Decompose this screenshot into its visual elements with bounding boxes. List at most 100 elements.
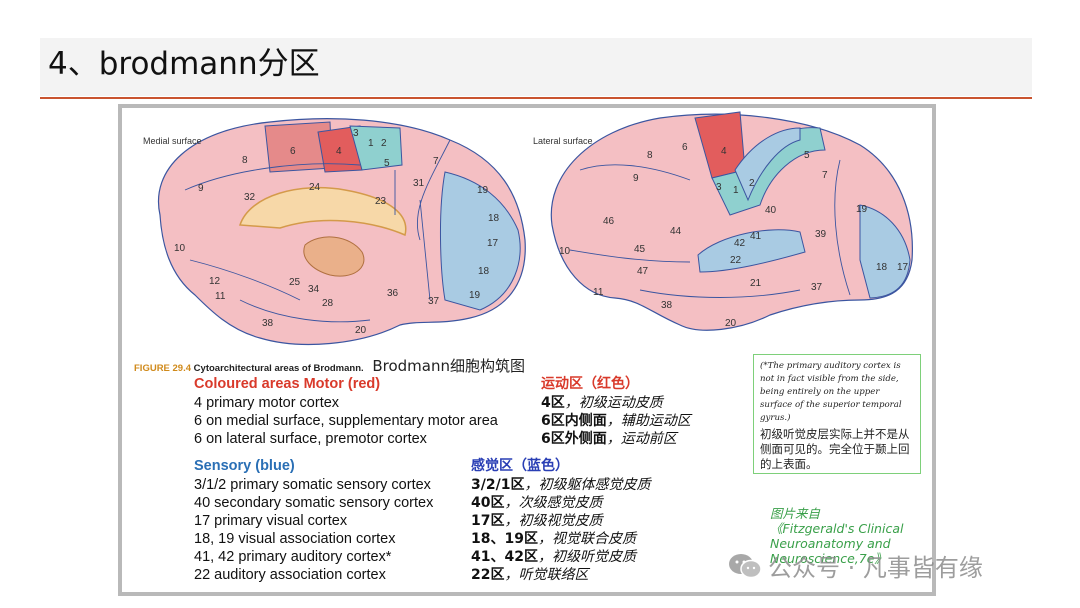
area-label: 10 (174, 243, 185, 254)
sensory-row-cn-bold: 41、42区 (471, 549, 538, 565)
area-label: 5 (804, 150, 810, 161)
figure-caption-text: Cytoarchitectural areas of Brodmann. (194, 363, 364, 374)
area-label: 4 (336, 146, 342, 157)
area-label: 46 (603, 216, 614, 227)
area-label: 8 (242, 155, 248, 166)
area-label: 44 (670, 226, 681, 237)
area-label: 37 (428, 296, 439, 307)
area-label: 34 (308, 284, 319, 295)
sensory-row-cn: 17区，初级视觉皮质 (471, 512, 602, 530)
motor-row-cn-rest: ，运动前区 (607, 431, 677, 447)
auditory-note-en: (*The primary auditory cortex is not in … (760, 360, 914, 425)
motor-row-cn: 6区内侧面，辅助运动区 (541, 412, 691, 430)
sensory-row-cn: 18、19区，视觉联合皮质 (471, 530, 636, 548)
area-label: 8 (647, 150, 653, 161)
figure-caption: FIGURE 29.4 Cytoarchitectural areas of B… (134, 355, 525, 376)
area-label: 21 (750, 278, 761, 289)
area-label: 2 (381, 138, 387, 149)
sensory-row-cn-bold: 18、19区 (471, 531, 538, 547)
sensory-row-cn-rest: ，初级视觉皮质 (504, 513, 602, 529)
motor-row-cn: 4区，初级运动皮质 (541, 394, 663, 412)
area-label: 20 (355, 325, 366, 336)
sensory-row-cn: 22区，听觉联络区 (471, 566, 588, 584)
motor-row-cn-rest: ，辅助运动区 (607, 413, 691, 429)
area-label: 10 (559, 246, 570, 257)
motor-row-en: 6 on medial surface, supplementary motor… (194, 412, 498, 430)
sensory-row-cn-rest: ，初级躯体感觉皮质 (524, 477, 650, 493)
lateral-surface-label: Lateral surface (533, 136, 593, 146)
area-label: 18 (488, 213, 499, 224)
source-line: 图片来自 (770, 506, 903, 521)
area-label: 40 (765, 205, 776, 216)
area-label: 37 (811, 282, 822, 293)
sensory-row-en: 18, 19 visual association cortex (194, 530, 396, 548)
watermark-text: 公众号 · 凡事皆有缘 (768, 554, 983, 582)
area-label: 36 (387, 288, 398, 299)
area-label: 1 (368, 138, 374, 149)
area-label: 39 (815, 229, 826, 240)
area-label: 9 (198, 183, 204, 194)
area-label: 31 (413, 178, 424, 189)
motor-row-en: 6 on lateral surface, premotor cortex (194, 430, 427, 448)
sensory-heading-cn: 感觉区（蓝色） (471, 457, 569, 475)
motor-row-cn-bold: 6区外侧面 (541, 431, 607, 447)
figure-caption-cn: Brodmann细胞构筑图 (372, 357, 525, 375)
sensory-row-cn: 41、42区，初级听觉皮质 (471, 548, 636, 566)
area-label: 47 (637, 266, 648, 277)
area-label: 38 (262, 318, 273, 329)
sensory-row-cn: 40区，次级感觉皮质 (471, 494, 602, 512)
motor-row-cn: 6区外侧面，运动前区 (541, 430, 677, 448)
sensory-row-en: 41, 42 primary auditory cortex* (194, 548, 391, 566)
area-label: 2 (749, 178, 755, 189)
sensory-row-cn-rest: ，听觉联络区 (504, 567, 588, 583)
sensory-row-en: 17 primary visual cortex (194, 512, 347, 530)
sensory-row-cn: 3/2/1区，初级躯体感觉皮质 (471, 476, 650, 494)
area-label: 7 (433, 156, 439, 167)
area-label: 7 (822, 170, 828, 181)
area-label: 22 (730, 255, 741, 266)
area-label: 17 (897, 262, 908, 273)
sensory-row-en: 3/1/2 primary somatic sensory cortex (194, 476, 431, 494)
area-label: 38 (661, 300, 672, 311)
area-label: 45 (634, 244, 645, 255)
sensory-row-en: 22 auditory association cortex (194, 566, 386, 584)
motor-row-cn-bold: 4区 (541, 395, 565, 411)
area-label: 12 (209, 276, 220, 287)
area-label: 25 (289, 277, 300, 288)
area-label: 19 (469, 290, 480, 301)
sensory-row-cn-rest: ，初级听觉皮质 (538, 549, 636, 565)
area-label: 5 (384, 158, 390, 169)
area-label: 4 (721, 146, 727, 157)
sensory-row-cn-rest: ，视觉联合皮质 (538, 531, 636, 547)
area-label: 1 (733, 185, 739, 196)
area-label: 11 (215, 291, 225, 302)
sensory-row-cn-bold: 3/2/1区 (471, 477, 524, 493)
motor-row-en: 4 primary motor cortex (194, 394, 339, 412)
area-label: 19 (856, 204, 867, 215)
source-line: 《Fitzgerald's Clinical (770, 521, 903, 536)
area-label: 20 (725, 318, 736, 329)
sensory-row-cn-bold: 17区 (471, 513, 504, 529)
area-label: 24 (309, 182, 320, 193)
area-label: 9 (633, 173, 639, 184)
area-label: 18 (876, 262, 887, 273)
area-label: 3 (353, 128, 359, 139)
area-label: 32 (244, 192, 255, 203)
area-label: 3 (716, 182, 722, 193)
area-label: 18 (478, 266, 489, 277)
auditory-note-box: (*The primary auditory cortex is not in … (753, 354, 921, 474)
medial-surface-label: Medial surface (143, 136, 202, 146)
area-label: 6 (290, 146, 296, 157)
area-label: 23 (375, 196, 386, 207)
sensory-row-cn-rest: ，次级感觉皮质 (504, 495, 602, 511)
motor-row-cn-bold: 6区内侧面 (541, 413, 607, 429)
sensory-row-en: 40 secondary somatic sensory cortex (194, 494, 433, 512)
area-label: 6 (682, 142, 688, 153)
area-label: 19 (477, 185, 488, 196)
figure-number: FIGURE 29.4 (134, 363, 191, 374)
auditory-note-cn: 初级听觉皮层实际上并不是从侧面可见的。完全位于颞上回的上表面。 (760, 427, 914, 472)
area-label: 41 (750, 231, 761, 242)
motor-row-cn-rest: ，初级运动皮质 (565, 395, 663, 411)
area-label: 28 (322, 298, 333, 309)
motor-heading-cn: 运动区（红色） (541, 375, 639, 393)
